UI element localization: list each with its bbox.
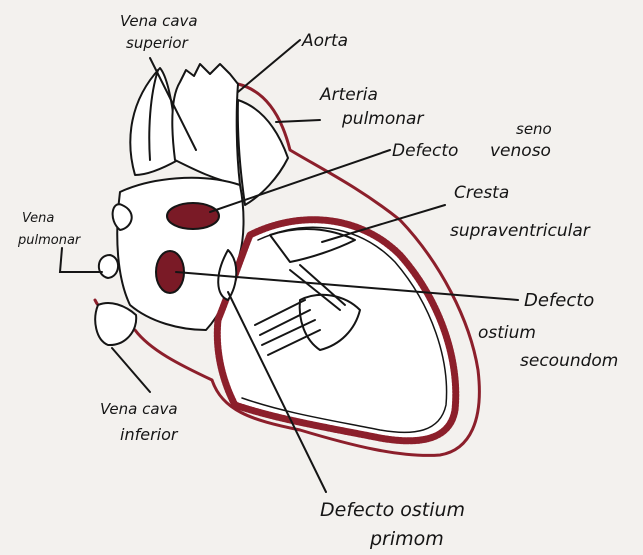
label-cresta-2: supraventricular [450, 221, 591, 241]
label-vena-cava-superior-1: Vena cava [120, 12, 198, 30]
label-arteria-pulmonar-2: pulmonar [341, 109, 424, 129]
vena-cava-inferior-shape [95, 303, 136, 345]
label-ostium-primum-2: primom [369, 528, 444, 550]
label-vena-cava-inferior-1: Vena cava [100, 400, 178, 418]
label-ostium-secundum-2: ostium [478, 323, 536, 343]
label-aorta: Aorta [301, 31, 348, 51]
arteria-pulmonar-shape [238, 100, 288, 205]
label-ostium-primum-1: Defecto ostium [320, 499, 465, 521]
pulmonary-vein-lower [99, 255, 118, 278]
leader-arteria-pulmonar [276, 120, 320, 122]
label-cresta-1: Cresta [454, 183, 509, 203]
leader-aorta [238, 40, 300, 92]
label-vena-cava-inferior-2: inferior [120, 425, 179, 444]
label-ostium-secundum-1: Defecto [524, 290, 594, 311]
label-seno-venoso-defecto: Defecto [392, 141, 458, 161]
label-vena-cava-superior-2: superior [126, 34, 189, 52]
leader-vena-pulmonar [60, 248, 102, 272]
label-vena-pulmonar-1: Vena [22, 211, 54, 226]
label-seno-venoso-seno: seno [516, 120, 552, 138]
label-seno-venoso-venoso: venoso [490, 141, 551, 161]
label-arteria-pulmonar-1: Arteria [319, 85, 378, 105]
label-vena-pulmonar-2: pulmonar [17, 233, 82, 248]
defect-seno-venoso-marker [167, 203, 219, 229]
label-ostium-secundum-3: secoundom [520, 351, 618, 371]
leader-vena-cava-inferior [112, 348, 150, 392]
